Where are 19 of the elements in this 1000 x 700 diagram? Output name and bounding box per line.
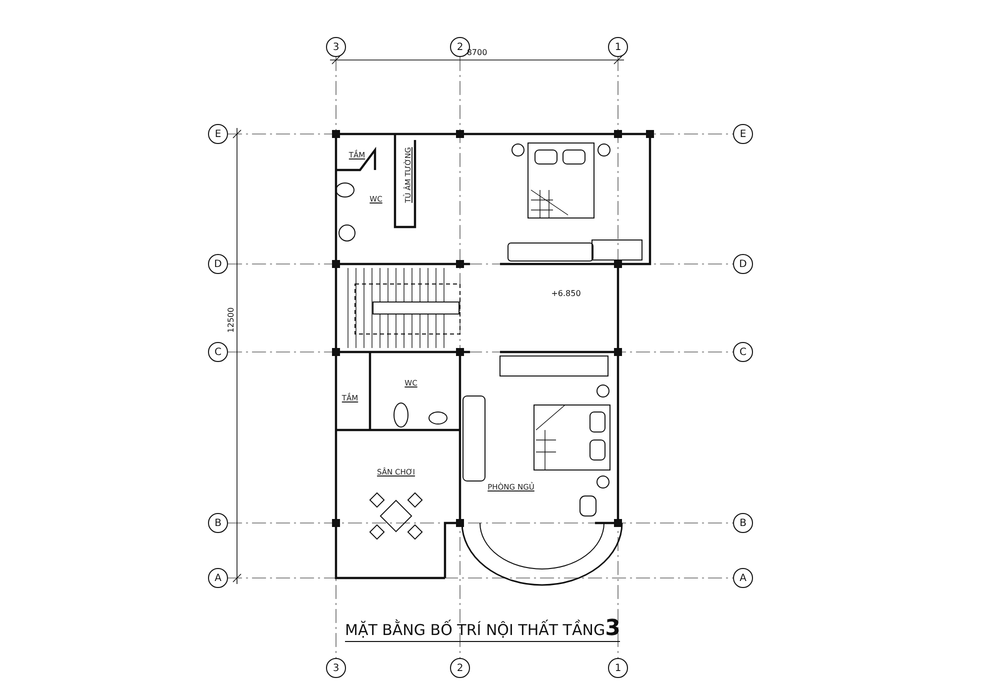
grid-axis-bubble: E xyxy=(733,124,753,144)
grid-axis-bubble: E xyxy=(208,124,228,144)
grid-axis-bubble: B xyxy=(733,513,753,533)
dimension-text: 8700 xyxy=(466,48,488,57)
grid-axis-bubble: A xyxy=(208,568,228,588)
grid-axis-bubble: D xyxy=(733,254,753,274)
dimension-text: 12500 xyxy=(226,307,236,333)
grid-axis-bubble: B xyxy=(208,513,228,533)
grid-axis-bubble: C xyxy=(208,342,228,362)
grid-axis-bubble: 3 xyxy=(326,37,346,57)
grid-axis-bubble: D xyxy=(208,254,228,274)
grid-axis-bubble: 3 xyxy=(326,658,346,678)
grid-axis-bubble: C xyxy=(733,342,753,362)
drawing-title: MẶT BẰNG BỐ TRÍ NỘI THẤT TẦNG3 xyxy=(345,616,620,642)
level-mark: +6.850 xyxy=(551,289,581,298)
grid-axis-bubble: 2 xyxy=(450,658,470,678)
grid-axis-bubble: 1 xyxy=(608,658,628,678)
grid-axis-bubble: 1 xyxy=(608,37,628,57)
grid-axis-bubble: A xyxy=(733,568,753,588)
